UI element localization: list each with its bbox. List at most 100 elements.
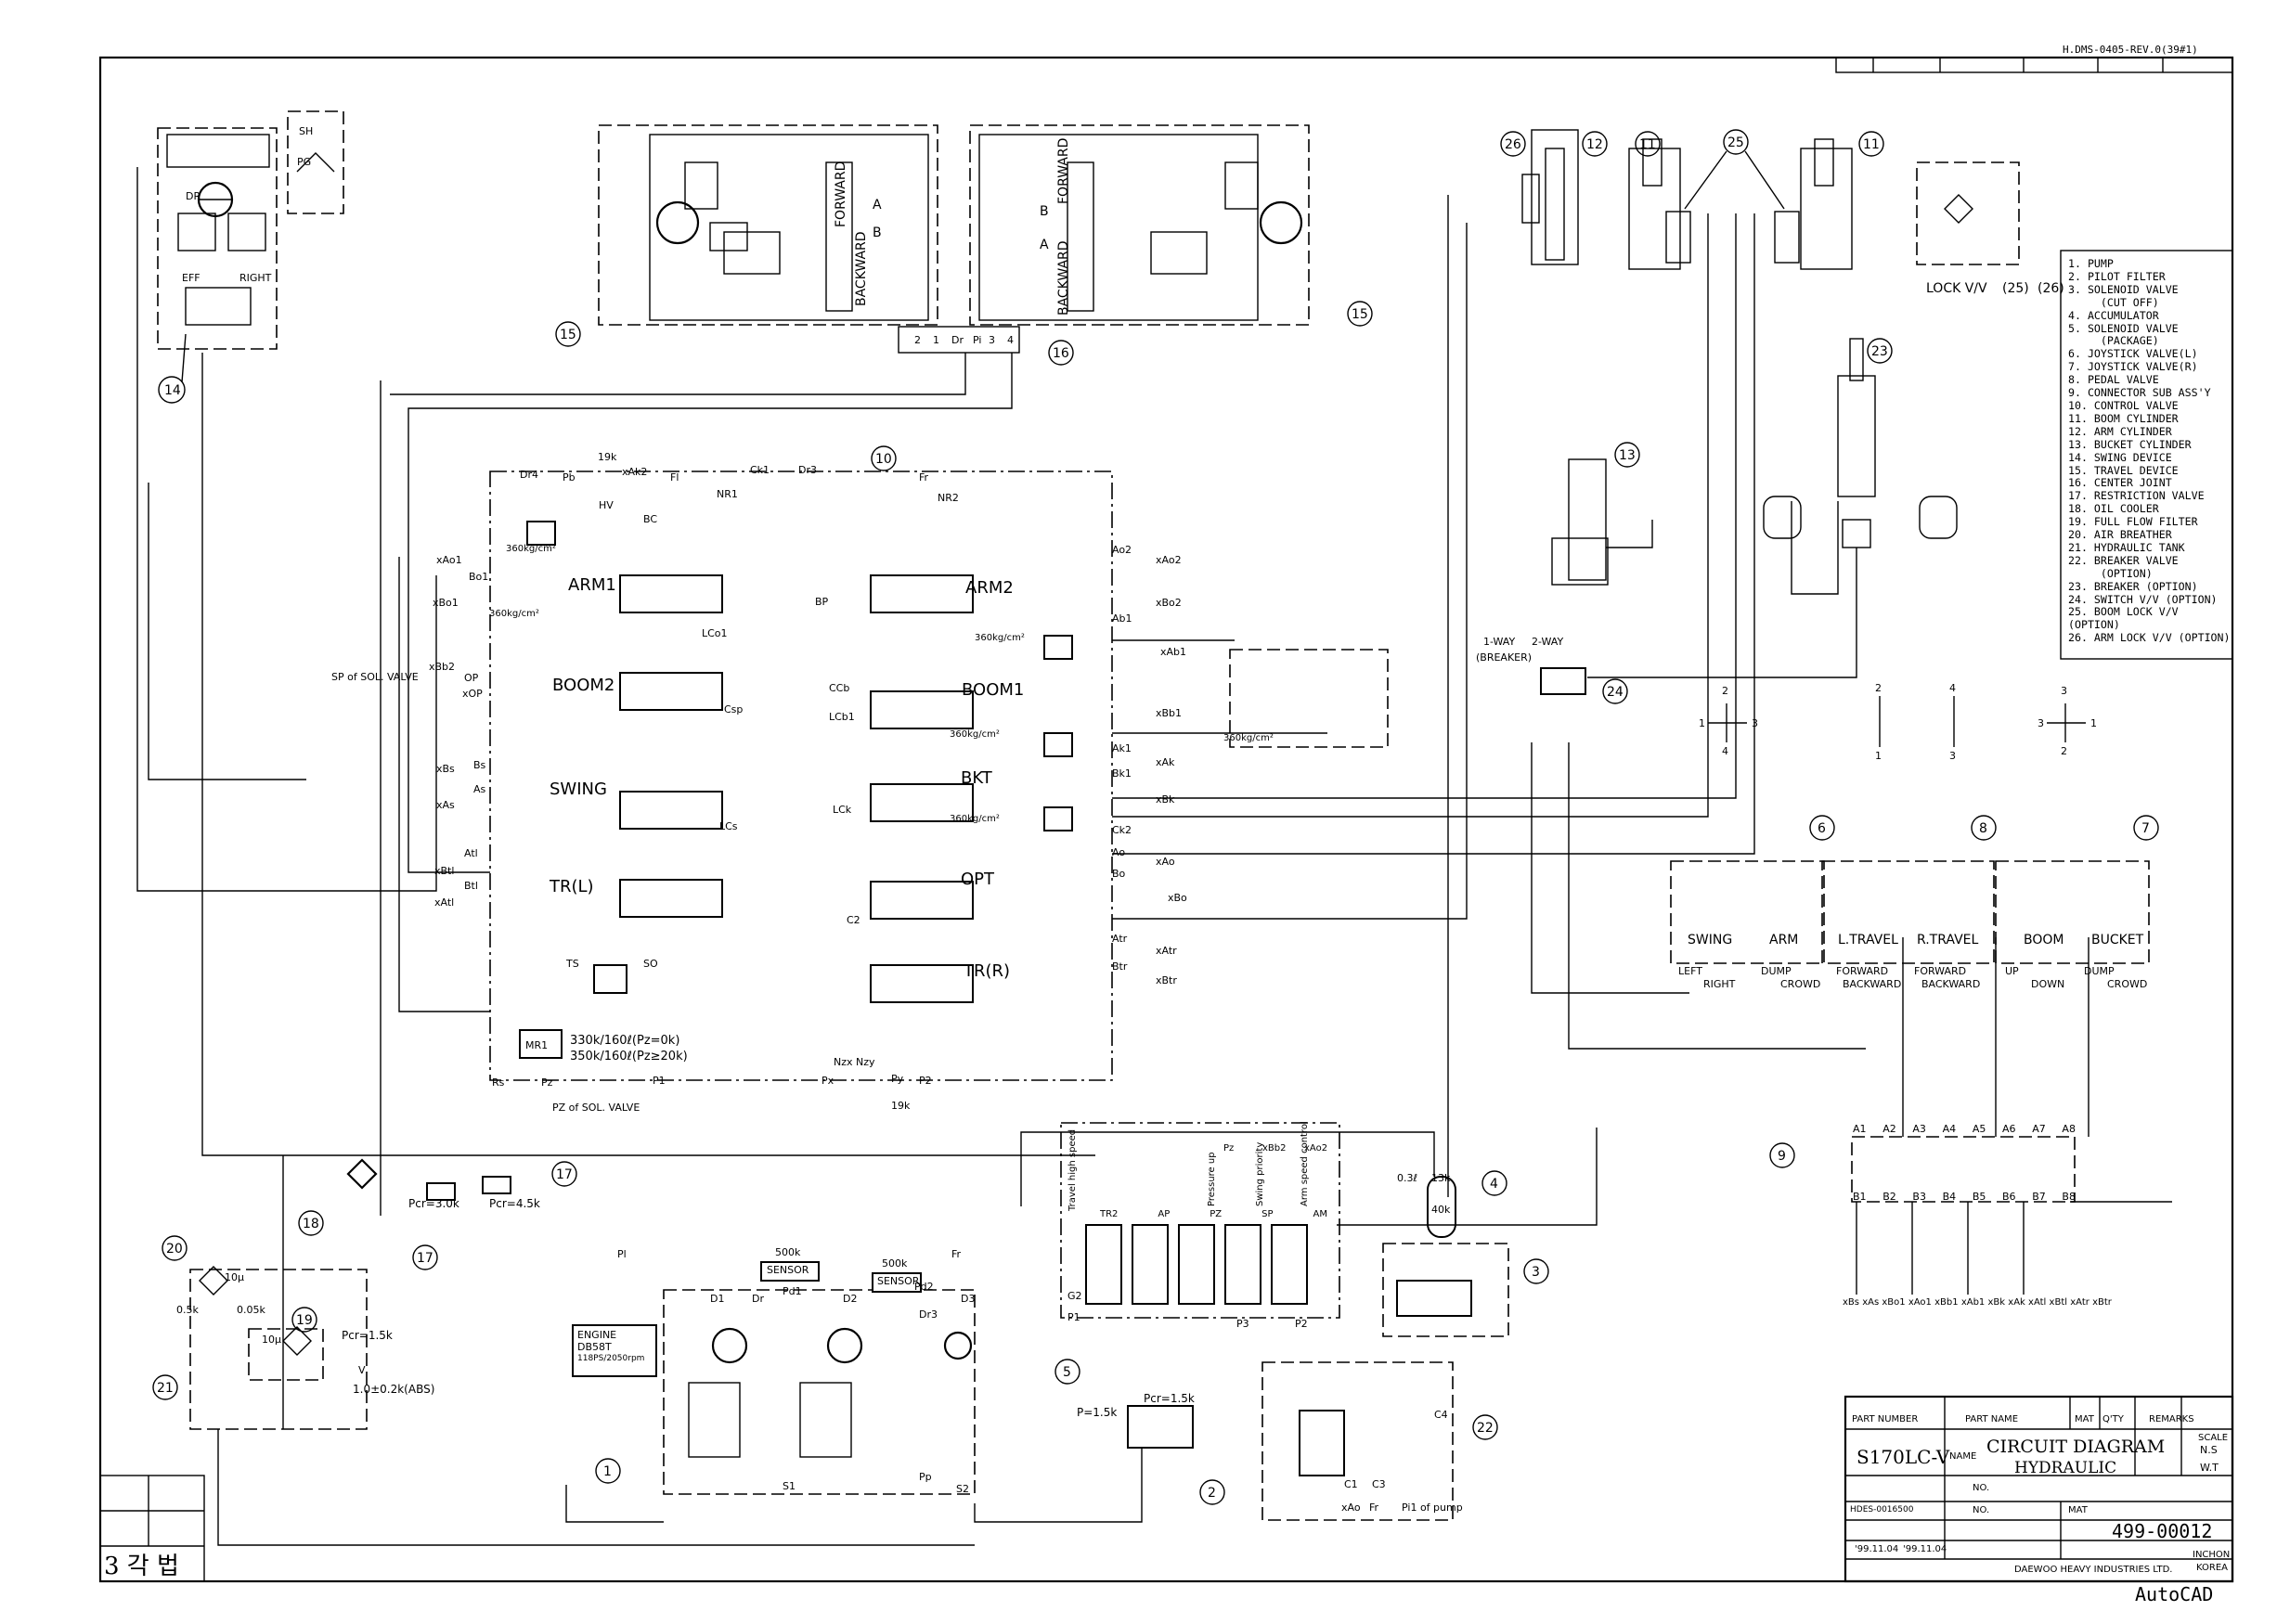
- svg-text:A: A: [873, 198, 882, 213]
- port-label: xAtl: [434, 896, 455, 909]
- misc-label: SO: [643, 958, 658, 970]
- legend-item: 18. OIL COOLER: [2068, 502, 2159, 516]
- svg-text:9: 9: [1778, 1149, 1786, 1164]
- dir-num: 1: [1699, 717, 1705, 729]
- callout-20-icon: [162, 1235, 188, 1261]
- svg-text:1: 1: [603, 1464, 612, 1479]
- legend-item: 20. AIR BREATHER: [2068, 528, 2172, 542]
- pedal-rtravel: R.TRAVEL: [1917, 933, 1979, 947]
- travel-device-left: FORWARD BACKWARD A B 15: [555, 124, 938, 347]
- tb-scale: N.S: [2200, 1444, 2218, 1456]
- pedal-rtravel-dir2: BACKWARD: [1921, 978, 1981, 990]
- legend-item: 1. PUMP: [2068, 257, 2114, 270]
- callout-8-icon: [1971, 815, 1997, 841]
- callout-22-icon: [1472, 1414, 1498, 1440]
- sol-fn-pressure: Pressure up: [1207, 1152, 1217, 1206]
- pump-port: S1: [783, 1480, 796, 1492]
- port-label: xBo1: [433, 597, 459, 609]
- tank-abs: 1.0±0.2k(ABS): [353, 1383, 435, 1396]
- svg-text:2: 2: [1208, 1486, 1216, 1501]
- bv-port: Pi1 of pump: [1402, 1502, 1463, 1514]
- legend-item: 11. BOOM CYLINDER: [2068, 411, 2179, 425]
- svg-text:14: 14: [164, 383, 181, 398]
- callout-17b-icon: [551, 1161, 577, 1187]
- port-label: xAk2: [622, 466, 648, 478]
- relief-label: 360kg/cm²: [1223, 733, 1274, 743]
- svg-text:10: 10: [875, 452, 892, 467]
- arm-cylinder: 12 26: [1500, 129, 1608, 265]
- callout-6-icon: [1809, 815, 1835, 841]
- doc-code: H.DMS-0405-REV.0(39#1): [2063, 44, 2198, 56]
- tank-f2: 10μ: [262, 1334, 281, 1346]
- legend-item: 4. ACCUMULATOR: [2068, 308, 2159, 322]
- misc-label: CCb: [829, 682, 850, 694]
- misc-label: LCb1: [829, 711, 855, 723]
- main-pump: 1: [572, 1261, 976, 1495]
- svg-text:15: 15: [1352, 307, 1368, 322]
- joystick-bucket-dir2: CROWD: [2107, 978, 2148, 990]
- connector-sub-assy: 9: [1769, 1136, 2076, 1203]
- legend-item: 15. TRAVEL DEVICE: [2068, 463, 2179, 477]
- legend-item: 6. JOYSTICK VALVE(L): [2068, 347, 2198, 361]
- tank-b2: 0.05k: [237, 1304, 265, 1316]
- pilot-valves: 6 8 7: [1670, 815, 2159, 964]
- svg-text:23: 23: [1871, 344, 1888, 359]
- dir-num: 3: [2038, 717, 2044, 729]
- accumulator-and-cutoff: 4 3: [1382, 1170, 1549, 1337]
- sol-fn-arm: Arm speed control: [1300, 1121, 1310, 1206]
- main-relief-2: 350k/160ℓ(Pz≥20k): [570, 1050, 688, 1063]
- bv-port: xAo: [1341, 1502, 1361, 1514]
- legend-item: 5. SOLENOID VALVE: [2068, 321, 2179, 335]
- svg-text:24: 24: [1607, 685, 1624, 700]
- tank-f1: 10μ: [225, 1271, 244, 1283]
- callout-1-icon: [595, 1458, 621, 1484]
- bucket-cylinder: 13: [1551, 442, 1640, 586]
- port-label: xAo1: [436, 554, 462, 566]
- revision-header: H.DMS-0405-REV.0(39#1): [1835, 44, 2233, 73]
- spool-label-arm2: ARM2: [965, 578, 1014, 598]
- port-label: Py: [891, 1073, 904, 1085]
- pump-port: D1: [710, 1293, 725, 1305]
- callout-9-icon: [1769, 1142, 1795, 1168]
- port-label: Bk1: [1112, 767, 1132, 780]
- pump-port: Pd1: [783, 1285, 802, 1297]
- svg-text:15: 15: [560, 328, 576, 342]
- misc-label: LCs: [719, 820, 738, 832]
- hydraulic-tank: 20 19 21: [152, 1235, 368, 1430]
- legend-item: 8. PEDAL VALVE: [2068, 373, 2159, 387]
- misc-label: BP: [815, 596, 829, 608]
- legend-item: 17. RESTRICTION VALVE: [2068, 489, 2205, 503]
- bv-port: Fr: [1369, 1502, 1379, 1514]
- relief-label: 360kg/cm²: [489, 609, 539, 619]
- tb-location-2: KOREA: [2196, 1563, 2228, 1573]
- spool-label-swing: SWING: [550, 780, 607, 799]
- spool-label-boom2: BOOM2: [552, 676, 615, 695]
- backward-label: BACKWARD: [854, 231, 869, 306]
- pump-port: D2: [843, 1293, 858, 1305]
- callout-11b-icon: [1858, 131, 1884, 157]
- legend-item: 21. HYDRAULIC TANK: [2068, 540, 2185, 554]
- oil-cooler-restriction: 18 17 17: [298, 1158, 577, 1270]
- dir-num: 1: [1875, 750, 1882, 762]
- svg-text:3: 3: [989, 334, 995, 346]
- joystick-boom-dir2: DOWN: [2031, 978, 2065, 990]
- breaker: 23: [1763, 338, 1958, 548]
- pump-port: D3: [961, 1293, 976, 1305]
- tb-title: CIRCUIT DIAGRAM: [1986, 1437, 2166, 1457]
- misc-label: MR1: [525, 1039, 549, 1051]
- legend-item: 25. BOOM LOCK V/V (OPTION): [2068, 605, 2179, 632]
- joystick-swing-dir1: LEFT: [1678, 965, 1702, 977]
- spool-label-bkt: BKT: [961, 768, 992, 788]
- svg-text:5: 5: [1063, 1365, 1071, 1380]
- port-label: Btr: [1112, 960, 1128, 973]
- port-label: Ao2: [1112, 544, 1132, 556]
- svg-text:17: 17: [556, 1167, 573, 1182]
- port-label: xBb1: [1156, 707, 1183, 719]
- port-label: xOP: [462, 688, 483, 700]
- relief-label: 360kg/cm²: [950, 729, 1000, 740]
- port-label: Dr3: [798, 464, 817, 476]
- callout-17-icon: [412, 1244, 438, 1270]
- joystick-swing-dir2: RIGHT: [1703, 978, 1736, 990]
